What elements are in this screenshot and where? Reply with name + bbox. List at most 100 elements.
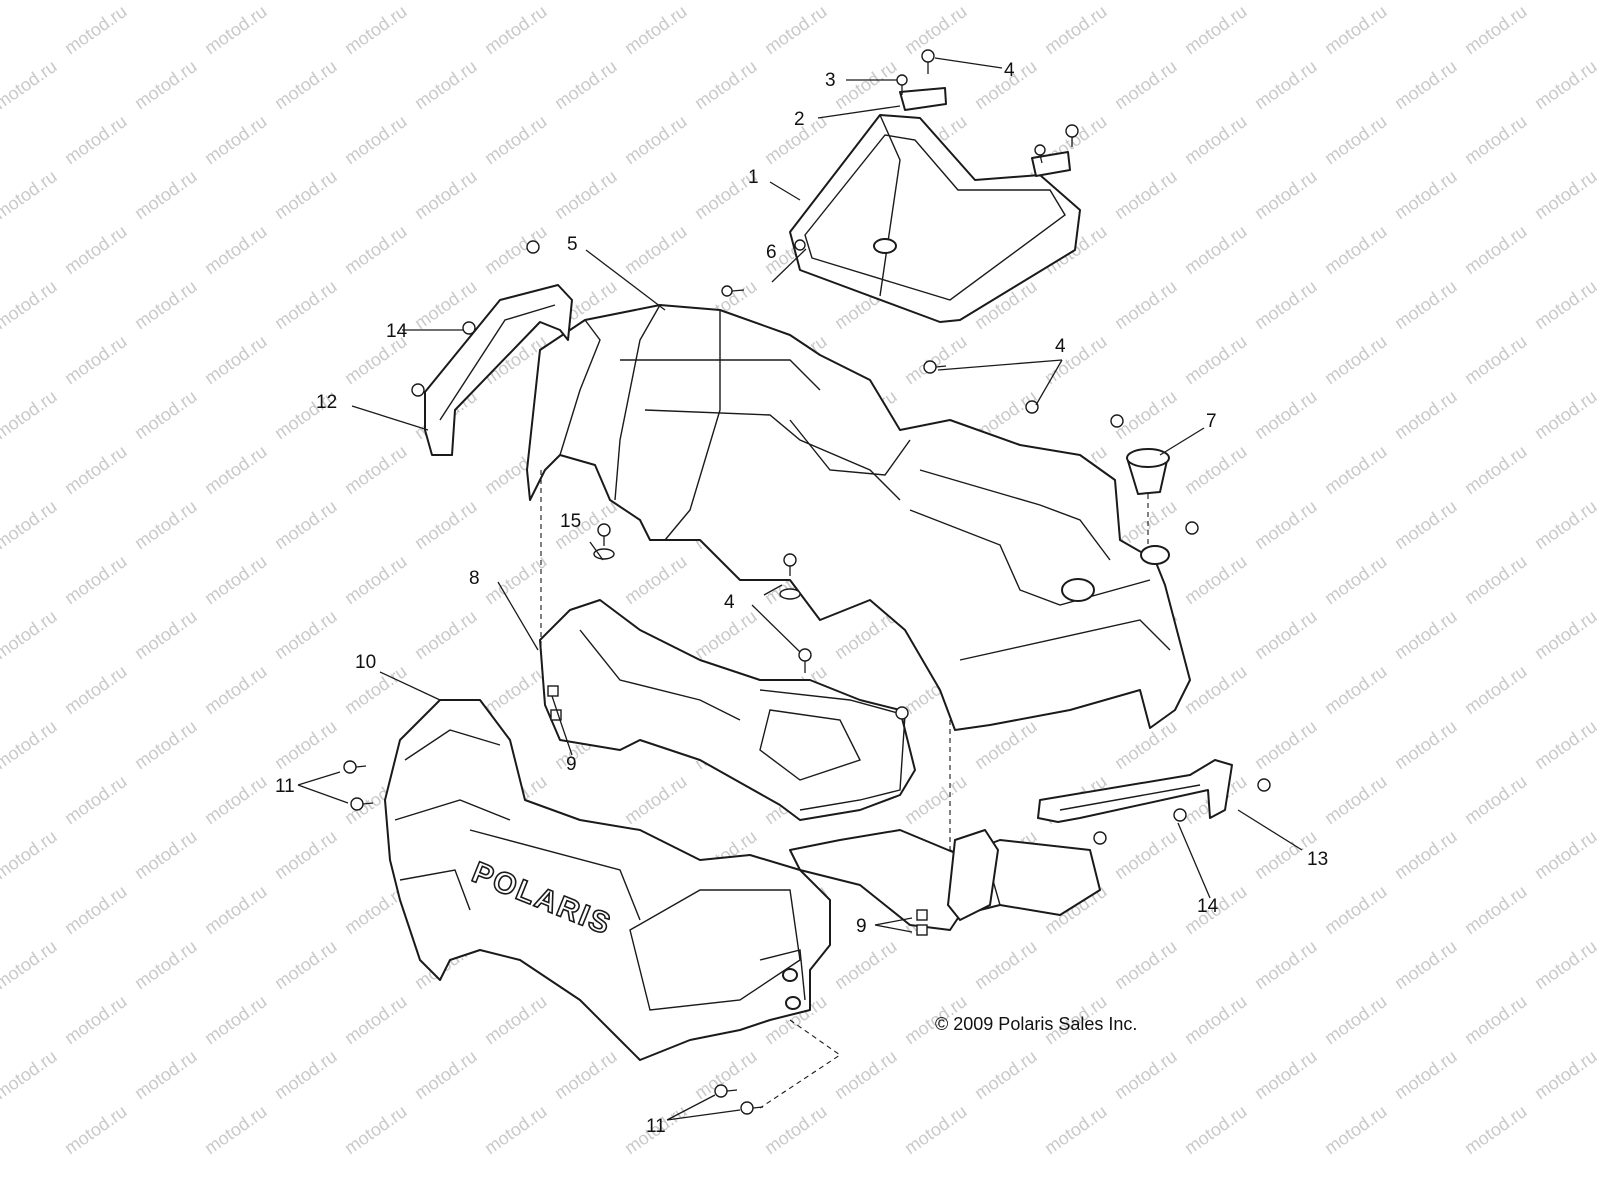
watermark-text-24: motod.ru	[0, 56, 60, 113]
watermark-text-178: motod.ru	[1391, 716, 1461, 773]
callout-12: 12	[316, 392, 337, 413]
watermark-text-29: motod.ru	[691, 56, 761, 113]
watermark-text-0: motod.ru	[0, 0, 60, 3]
watermark-text-146: motod.ru	[271, 606, 341, 663]
watermark-text-32: motod.ru	[1111, 56, 1181, 113]
callout-10: 10	[355, 652, 376, 673]
watermark-text-3: motod.ru	[411, 0, 481, 3]
callout-14-a: 14	[386, 321, 408, 342]
watermark-text-16: motod.ru	[621, 1, 691, 58]
screw-right-side	[1185, 521, 1199, 535]
watermark-text-204: motod.ru	[61, 881, 131, 938]
watermark-text-6: motod.ru	[831, 0, 901, 3]
watermark-text-104: motod.ru	[1111, 386, 1181, 443]
watermark-text-238: motod.ru	[1461, 991, 1531, 1048]
watermark-text-34: motod.ru	[1391, 56, 1461, 113]
callout-13: 13	[1307, 849, 1328, 870]
watermark-text-132: motod.ru	[61, 551, 131, 608]
watermark-text-213: motod.ru	[1321, 881, 1391, 938]
watermark-text-109: motod.ru	[201, 441, 271, 498]
watermark-text-22: motod.ru	[1461, 1, 1531, 58]
screw-14-right-b	[1173, 808, 1187, 822]
callout-9-a: 9	[566, 754, 577, 775]
watermark-text-15: motod.ru	[481, 1, 551, 58]
watermark-text-56: motod.ru	[1111, 166, 1181, 223]
screw-6b	[794, 239, 806, 251]
watermark-text-73: motod.ru	[131, 276, 201, 333]
watermark-text-134: motod.ru	[341, 551, 411, 608]
watermark-text-97: motod.ru	[131, 386, 201, 443]
watermark-text-82: motod.ru	[1391, 276, 1461, 333]
watermark-text-83: motod.ru	[1531, 276, 1600, 333]
leader-lines	[297, 57, 1303, 1121]
watermark-text-90: motod.ru	[901, 331, 971, 388]
watermark-text-27: motod.ru	[411, 56, 481, 113]
screw-4-top	[921, 49, 935, 74]
watermark-text-131: motod.ru	[1531, 496, 1600, 553]
watermark-text-17: motod.ru	[761, 1, 831, 58]
watermark-text-193: motod.ru	[131, 826, 201, 883]
watermark-text-62: motod.ru	[341, 221, 411, 278]
watermark-text-19: motod.ru	[1041, 1, 1111, 58]
watermark-text-218: motod.ru	[271, 936, 341, 993]
watermark-text-80: motod.ru	[1111, 276, 1181, 333]
watermark-text-46: motod.ru	[1461, 111, 1531, 168]
watermark-text-258: motod.ru	[901, 1101, 971, 1158]
watermark-text-68: motod.ru	[1181, 221, 1251, 278]
screw-4-lower-a	[779, 553, 801, 600]
callout-11-a: 11	[275, 776, 295, 797]
watermark-text-117: motod.ru	[1321, 441, 1391, 498]
watermark-text-247: motod.ru	[971, 1046, 1041, 1103]
screw-hood-right	[1034, 144, 1046, 164]
watermark-text-51: motod.ru	[411, 166, 481, 223]
watermark-text-252: motod.ru	[61, 1101, 131, 1158]
watermark-text-157: motod.ru	[201, 661, 271, 718]
screw-11-a	[343, 760, 367, 774]
screw-4-lower-b	[798, 648, 812, 673]
screw-11-b	[350, 797, 374, 811]
watermark-text-57: motod.ru	[1251, 166, 1321, 223]
watermark-text-26: motod.ru	[271, 56, 341, 113]
screw-14-left	[526, 240, 540, 254]
watermark-text-250: motod.ru	[1391, 1046, 1461, 1103]
watermark-text-92: motod.ru	[1181, 331, 1251, 388]
watermark-text-21: motod.ru	[1321, 1, 1391, 58]
watermark-text-225: motod.ru	[1251, 936, 1321, 993]
watermark-text-251: motod.ru	[1531, 1046, 1600, 1103]
watermark-text-12: motod.ru	[61, 1, 131, 58]
watermark-text-106: motod.ru	[1391, 386, 1461, 443]
callout-14-b: 14	[1197, 896, 1219, 917]
watermark-text-255: motod.ru	[481, 1101, 551, 1158]
watermark-text-70: motod.ru	[1461, 221, 1531, 278]
callout-15: 15	[560, 511, 581, 532]
watermark-text-261: motod.ru	[1321, 1101, 1391, 1158]
watermark-text-44: motod.ru	[1181, 111, 1251, 168]
watermark-text-33: motod.ru	[1251, 56, 1321, 113]
watermark-text-60: motod.ru	[61, 221, 131, 278]
screw-6	[721, 285, 745, 297]
watermark-text-52: motod.ru	[551, 166, 621, 223]
watermark-text-30: motod.ru	[831, 56, 901, 113]
watermark-text-39: motod.ru	[481, 111, 551, 168]
watermark-text-1: motod.ru	[131, 0, 201, 3]
callout-4-lower: 4	[724, 592, 735, 613]
watermark-text-40: motod.ru	[621, 111, 691, 168]
watermark-text-74: motod.ru	[271, 276, 341, 333]
watermark-text-122: motod.ru	[271, 496, 341, 553]
front-fascia: POLARIS	[384, 699, 999, 1061]
watermark-text-249: motod.ru	[1251, 1046, 1321, 1103]
screw-11-d	[740, 1101, 764, 1115]
watermark-text-190: motod.ru	[1461, 771, 1531, 828]
callout-6: 6	[766, 242, 777, 263]
watermark-text-85: motod.ru	[201, 331, 271, 388]
callout-5: 5	[567, 234, 578, 255]
watermark-text-9: motod.ru	[1251, 0, 1321, 3]
watermark-text-129: motod.ru	[1251, 496, 1321, 553]
watermark-text-63: motod.ru	[481, 221, 551, 278]
watermark-text-149: motod.ru	[691, 606, 761, 663]
watermark-text-105: motod.ru	[1251, 386, 1321, 443]
watermark-text-260: motod.ru	[1181, 1101, 1251, 1158]
callout-11-b: 11	[646, 1116, 666, 1137]
watermark-text-155: motod.ru	[1531, 606, 1600, 663]
watermark-text-224: motod.ru	[1111, 936, 1181, 993]
